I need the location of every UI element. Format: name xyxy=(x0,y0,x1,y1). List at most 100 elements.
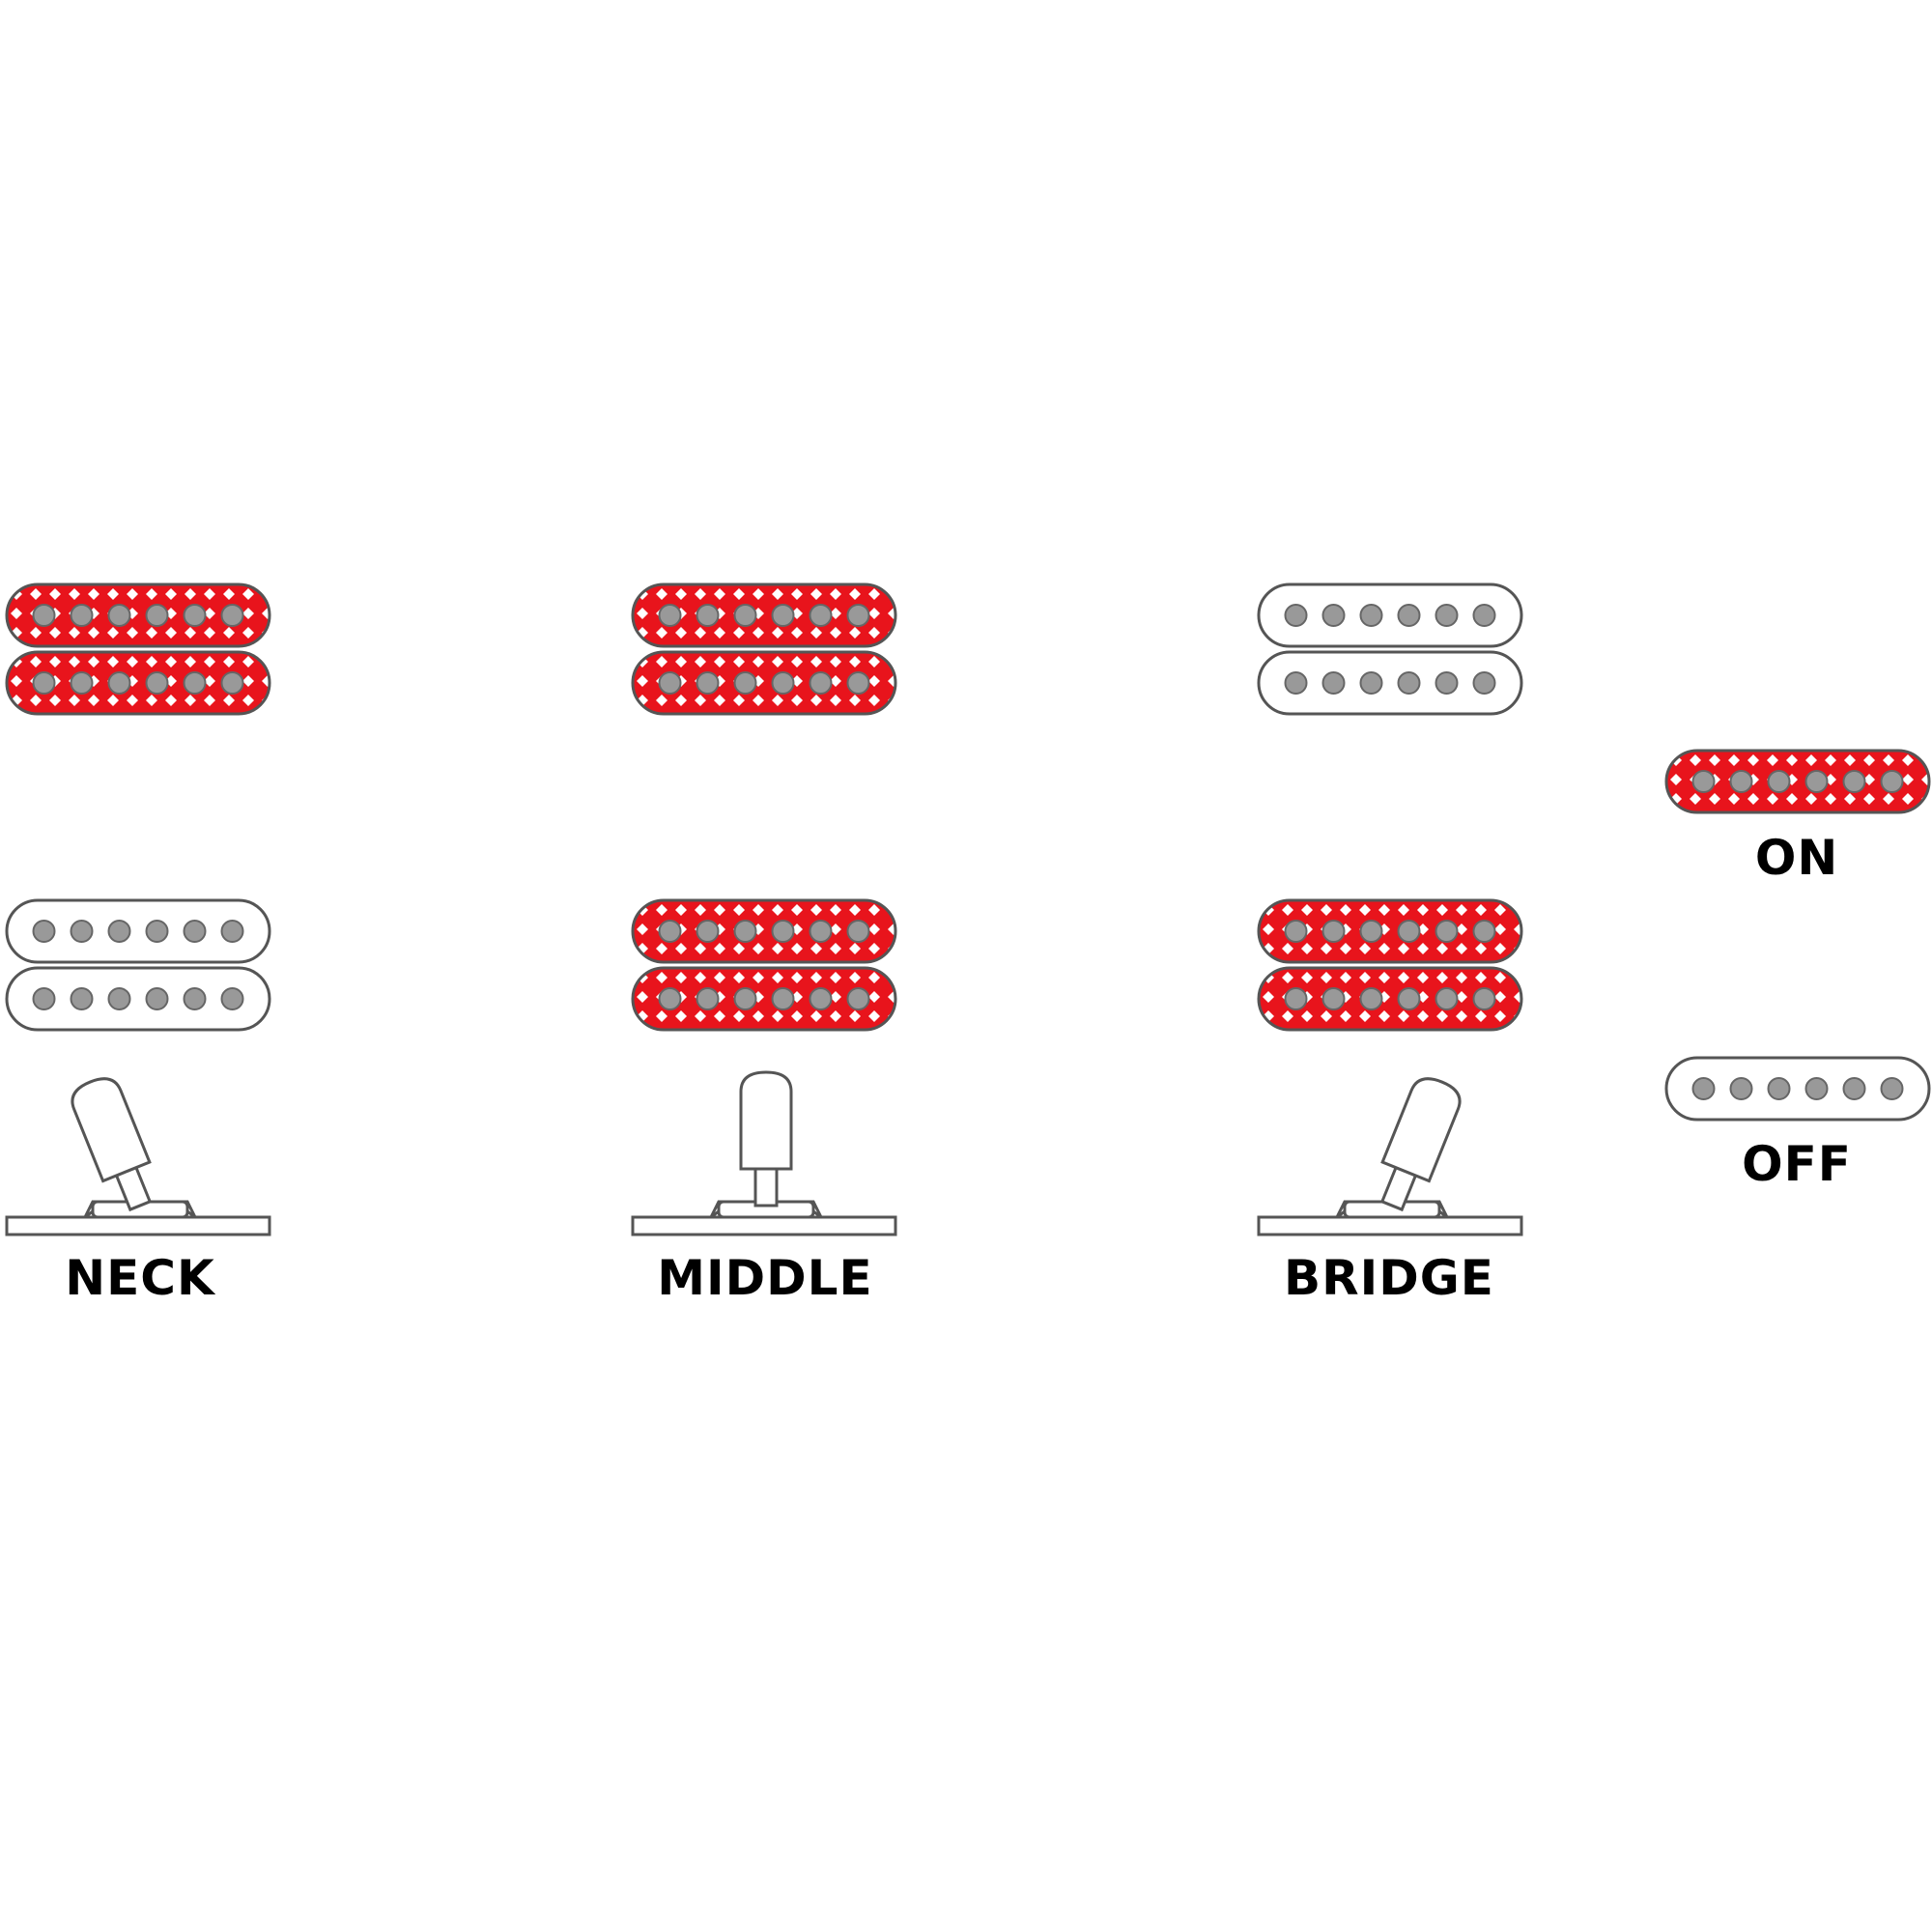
pole-piece xyxy=(145,987,169,1010)
pole-piece xyxy=(32,604,56,627)
coil-bobbin-inactive xyxy=(5,898,271,964)
toggle-switch xyxy=(631,1070,897,1236)
pole-piece xyxy=(32,920,56,943)
pole-piece xyxy=(809,920,833,943)
position-neck: NECK xyxy=(5,582,271,1306)
pole-piece xyxy=(658,920,682,943)
pole-piece xyxy=(1472,920,1496,943)
pole-piece xyxy=(1472,604,1496,627)
coil-bobbin-active xyxy=(631,582,897,648)
position-bridge: BRIDGE xyxy=(1257,582,1523,1306)
pole-piece xyxy=(846,671,870,695)
switch-tip xyxy=(739,1070,793,1171)
toggle-switch xyxy=(1257,1077,1523,1236)
toggle-switch xyxy=(5,1077,271,1236)
position-label-bridge: BRIDGE xyxy=(1284,1250,1494,1306)
pole-piece xyxy=(183,987,207,1010)
switch-lever xyxy=(739,1070,793,1208)
pole-piece xyxy=(70,671,94,695)
pole-piece xyxy=(220,920,244,943)
humbucker-coil-bottom xyxy=(5,650,271,716)
pole-piece xyxy=(1397,987,1421,1010)
pole-piece xyxy=(1284,671,1308,695)
pole-piece xyxy=(846,987,870,1010)
pole-piece xyxy=(1804,770,1829,793)
pole-piece xyxy=(846,604,870,627)
pole-piece xyxy=(145,604,169,627)
pole-piece xyxy=(1397,671,1421,695)
coil-bobbin-active xyxy=(5,582,271,648)
coil-bobbin-inactive xyxy=(1664,1056,1931,1122)
coil-bobbin-active xyxy=(631,898,897,964)
pole-piece xyxy=(771,671,795,695)
legend: ON OFF xyxy=(1664,749,1931,1192)
pole-piece xyxy=(1359,671,1383,695)
pole-piece xyxy=(1284,987,1308,1010)
switch-plate xyxy=(631,1215,897,1236)
pole-piece xyxy=(145,920,169,943)
pole-piece xyxy=(220,987,244,1010)
pole-piece xyxy=(70,604,94,627)
pole-piece xyxy=(1691,1077,1716,1100)
pole-piece xyxy=(32,671,56,695)
pole-piece xyxy=(1729,1077,1753,1100)
pole-piece xyxy=(846,920,870,943)
position-label-neck: NECK xyxy=(65,1250,216,1306)
pole-piece xyxy=(1397,920,1421,943)
coil-bobbin-active xyxy=(1664,749,1931,814)
pole-piece xyxy=(220,604,244,627)
pole-piece xyxy=(733,920,757,943)
legend-on-coil xyxy=(1664,749,1931,814)
single-coil-bobbin xyxy=(1664,749,1931,814)
pole-piece xyxy=(696,920,720,943)
single-coil-bobbin xyxy=(1664,1056,1931,1122)
pole-piece xyxy=(1767,770,1791,793)
legend-label-on: ON xyxy=(1755,830,1838,886)
pole-piece xyxy=(32,987,56,1010)
coil-bobbin-active xyxy=(631,966,897,1032)
pole-piece xyxy=(658,987,682,1010)
switch-stem xyxy=(753,1167,779,1208)
pole-piece xyxy=(658,671,682,695)
neck-pickup xyxy=(1257,582,1523,716)
switch-tip xyxy=(71,1077,152,1183)
pole-piece xyxy=(220,671,244,695)
pole-piece xyxy=(771,920,795,943)
pole-piece xyxy=(70,987,94,1010)
pole-piece xyxy=(1880,770,1904,793)
neck-pickup xyxy=(631,582,897,716)
pole-piece xyxy=(1284,920,1308,943)
coil-bobbin-active xyxy=(631,650,897,716)
pole-piece xyxy=(771,987,795,1010)
humbucker-coil-top xyxy=(1257,898,1523,964)
bridge-pickup xyxy=(631,898,897,1032)
coil-bobbin-active xyxy=(1257,966,1523,1032)
switch-tip xyxy=(1380,1077,1462,1183)
pole-piece xyxy=(696,671,720,695)
switch-lever xyxy=(71,1077,153,1212)
pole-piece xyxy=(771,604,795,627)
pole-piece xyxy=(733,604,757,627)
pole-piece xyxy=(809,671,833,695)
humbucker-coil-top xyxy=(5,898,271,964)
pole-piece xyxy=(733,987,757,1010)
pole-piece xyxy=(1767,1077,1791,1100)
switch-plate xyxy=(5,1215,271,1236)
coil-bobbin-inactive xyxy=(1257,582,1523,648)
pole-piece xyxy=(1321,671,1346,695)
humbucker-coil-bottom xyxy=(631,650,897,716)
switch-plate xyxy=(1257,1215,1523,1236)
pole-piece xyxy=(696,987,720,1010)
pole-piece xyxy=(1842,1077,1866,1100)
humbucker-coil-bottom xyxy=(5,966,271,1032)
pole-piece xyxy=(107,920,131,943)
pole-piece xyxy=(1321,604,1346,627)
humbucker-coil-bottom xyxy=(631,966,897,1032)
humbucker-coil-bottom xyxy=(1257,966,1523,1032)
neck-pickup xyxy=(5,582,271,716)
pole-piece xyxy=(1321,987,1346,1010)
pole-piece xyxy=(733,671,757,695)
pole-piece xyxy=(1435,671,1459,695)
humbucker-coil-bottom xyxy=(1257,650,1523,716)
